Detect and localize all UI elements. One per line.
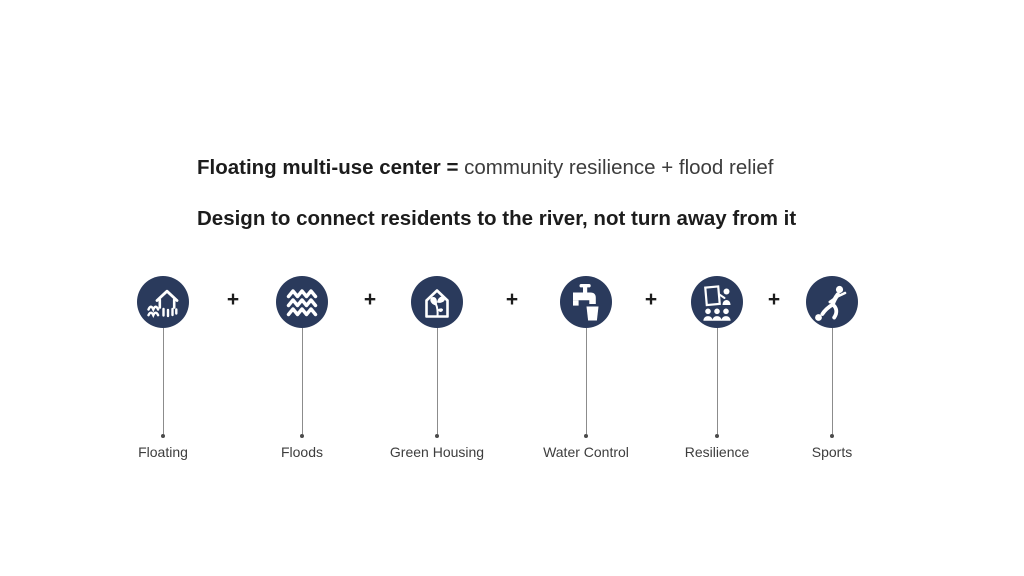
connector-dot (584, 434, 588, 438)
concept-column-sports: Sports (772, 276, 892, 460)
flood-waves-icon (276, 276, 328, 328)
plus-separator: + (505, 288, 519, 311)
connector-dot (300, 434, 304, 438)
concept-column-water-control: Water Control (526, 276, 646, 460)
connector-line (162, 328, 164, 434)
connector-line (831, 328, 833, 434)
concept-label: Resilience (684, 444, 750, 460)
connector-line (716, 328, 718, 434)
concept-label: Floods (280, 444, 324, 460)
connector-dot (715, 434, 719, 438)
connector-line (585, 328, 587, 434)
plus-separator: + (226, 288, 240, 311)
connector-line (436, 328, 438, 434)
connector-dot (830, 434, 834, 438)
connector-dot (161, 434, 165, 438)
concept-column-green-housing: Green Housing (377, 276, 497, 460)
plus-separator: + (363, 288, 377, 311)
headline-bold-part: Floating multi-use center = (197, 156, 459, 179)
concept-column-resilience: Resilience (657, 276, 777, 460)
floating-house-icon (137, 276, 189, 328)
connector-line (301, 328, 303, 434)
concept-column-floods: Floods (242, 276, 362, 460)
soccer-player-icon (806, 276, 858, 328)
plus-separator: + (644, 288, 658, 311)
concept-label: Sports (811, 444, 853, 460)
community-presentation-icon (691, 276, 743, 328)
headline-regular-part: community resilience + flood relief (464, 156, 774, 179)
subtitle: Design to connect residents to the river… (197, 207, 797, 230)
water-tap-icon (560, 276, 612, 328)
concept-label: Floating (138, 444, 188, 460)
concept-label: Water Control (543, 444, 629, 460)
green-house-sprout-icon (411, 276, 463, 328)
connector-dot (435, 434, 439, 438)
concept-column-floating: Floating (103, 276, 223, 460)
headline: Floating multi-use center = community re… (197, 156, 773, 180)
plus-separator: + (767, 288, 781, 311)
concept-label: Green Housing (389, 444, 485, 460)
